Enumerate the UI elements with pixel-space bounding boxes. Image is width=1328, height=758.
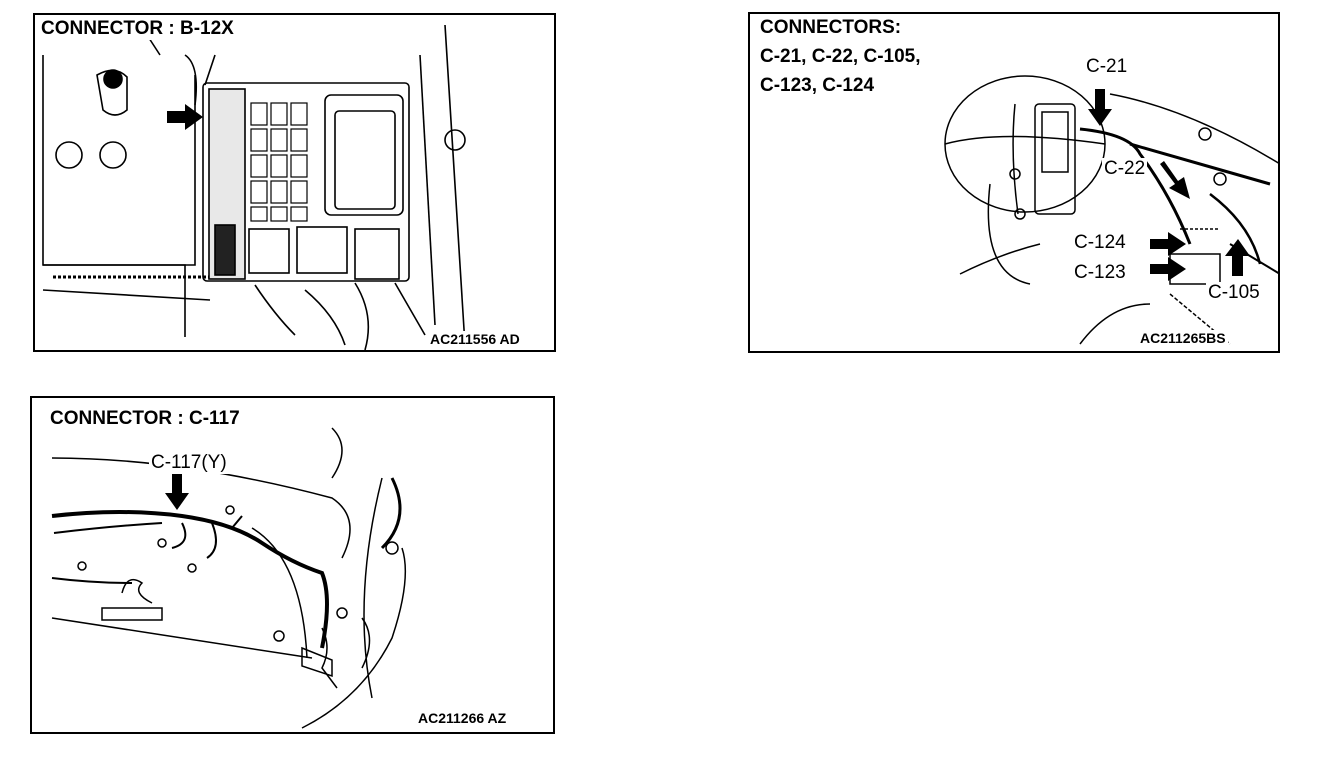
panel-connector-c117: CONNECTOR : C-117 C-117(Y) AC211266 AZ — [30, 396, 555, 734]
panel-connectors-c21-c124: CONNECTORS: C-21, C-22, C-105, C-123, C-… — [748, 12, 1280, 353]
label-c117y: C-117(Y) — [149, 452, 229, 474]
figure-code: AC211266 AZ — [416, 710, 509, 726]
figure-code: AC211556 AD — [428, 331, 522, 347]
label-c124: C-124 — [1072, 232, 1128, 254]
panel-title-line-2: C-21, C-22, C-105, — [758, 46, 923, 68]
fuse-box-illustration — [42, 24, 466, 350]
label-c21: C-21 — [1084, 56, 1130, 78]
panel-connector-b12x: CONNECTOR : B-12X AC211556 AD — [33, 13, 556, 352]
panel-title: CONNECTOR : C-117 — [48, 408, 242, 430]
panel-title-line-1: CONNECTORS: — [758, 17, 904, 39]
label-c22: C-22 — [1102, 158, 1148, 180]
label-c123: C-123 — [1072, 262, 1128, 284]
panel-title: CONNECTOR : B-12X — [39, 18, 236, 40]
figure-code: AC211265BS — [1138, 330, 1228, 346]
panel-title-line-3: C-123, C-124 — [758, 75, 877, 97]
label-c105: C-105 — [1206, 282, 1262, 304]
instrument-panel-harness-illustration — [51, 427, 407, 729]
dashboard-harness-illustration — [944, 75, 1278, 345]
